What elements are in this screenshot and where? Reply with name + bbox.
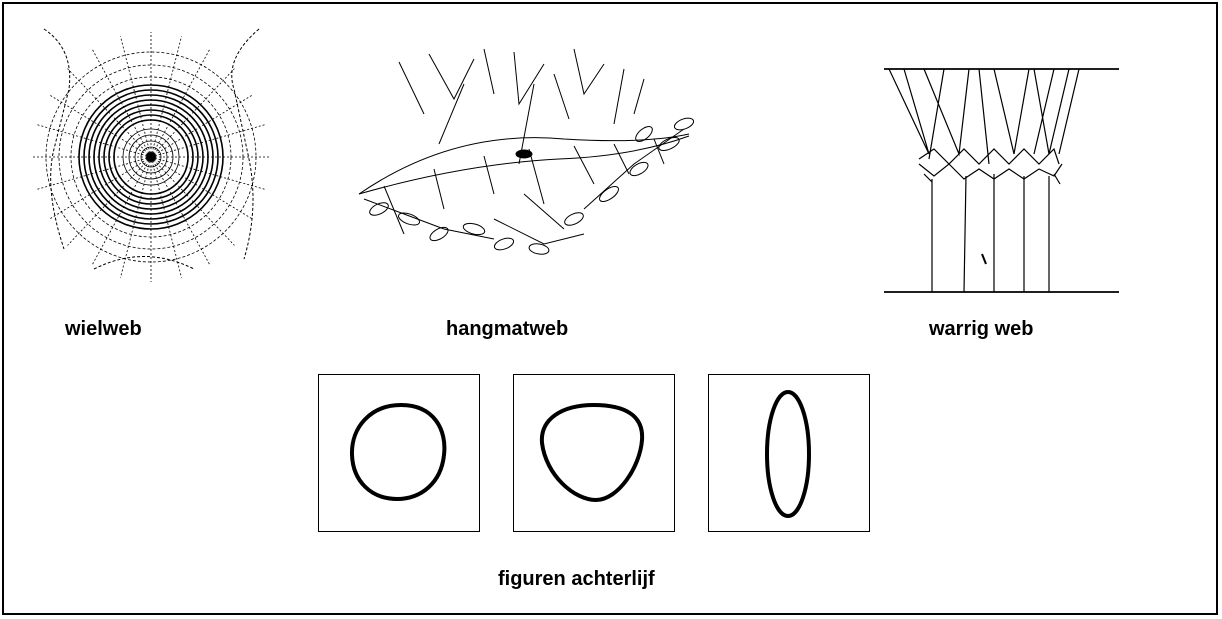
wheel-web-radial-thread [150,68,235,158]
wheel-web-radial-thread [120,36,152,158]
abdomen-figure-round-box [318,374,480,532]
wheel-web-radial-thread [67,68,152,158]
wheel-web-radial-thread [67,156,152,246]
tangle-web-label: warrig web [929,318,1034,340]
hammock-web-label: hangmatweb [446,318,569,340]
abdomen-elongated-shape [765,390,811,518]
abdomen-figure-elongated-box [708,374,870,532]
wheel-web-radial-thread [150,156,182,278]
hammock-web-drawing [358,48,695,255]
abdomen-figures-label: figuren achterlijf [498,568,655,590]
wheel-web-label: wielweb [65,318,142,340]
abdomen-figure-triangular-box [513,374,675,532]
abdomen-triangular-shape [539,402,645,503]
wheel-web-drawing [33,28,269,282]
wheel-web-radial-thread [120,156,152,278]
abdomen-round-shape [349,402,447,502]
wheel-web-radial-thread [150,36,182,158]
tangle-web-drawing [884,68,1119,293]
wheel-web-radial-thread [150,156,235,246]
